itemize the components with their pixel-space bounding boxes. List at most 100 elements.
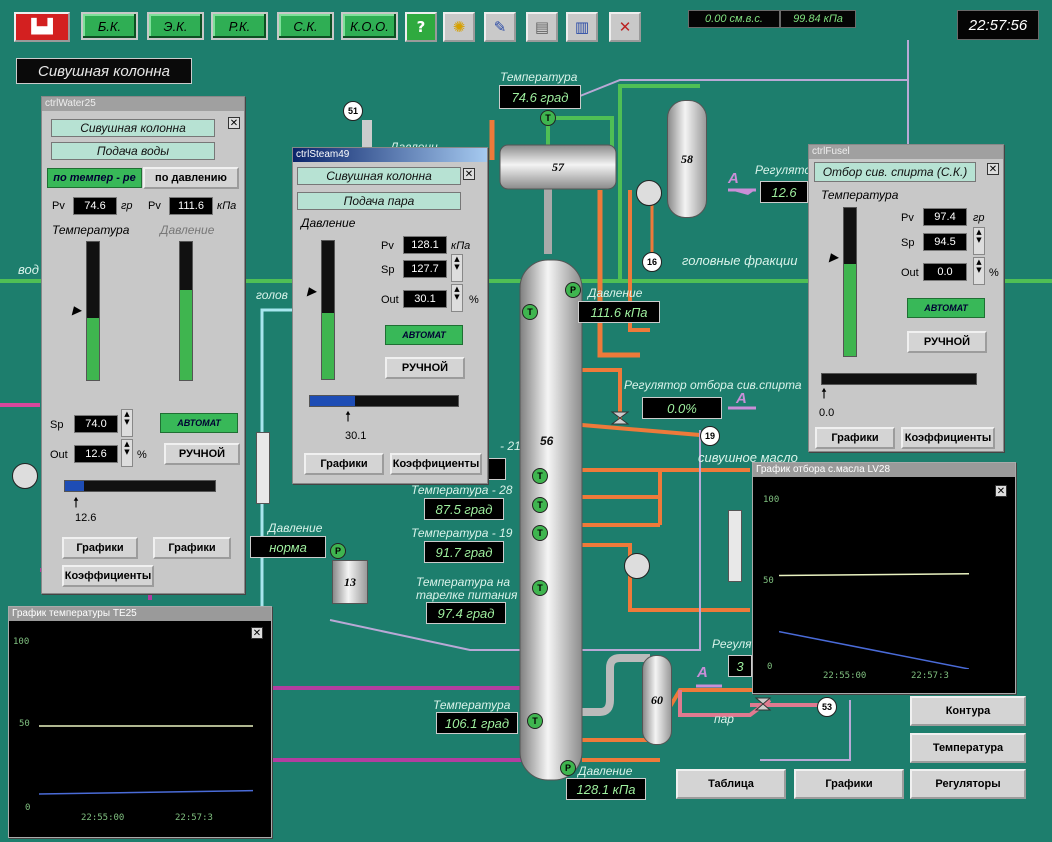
coefficients-button[interactable]: Коэффициенты	[62, 565, 154, 587]
sp-stepper[interactable]: ▲▼	[973, 227, 985, 255]
contours-button[interactable]: Контура	[910, 696, 1026, 726]
pv-pressure-value: 111.6	[169, 197, 213, 215]
graphs-button-1[interactable]: Графики	[62, 537, 138, 559]
close-icon[interactable]: ✕	[228, 117, 240, 129]
gauge-temp-label: Температура	[52, 223, 130, 237]
mode-temp-button[interactable]: по темпер - ре	[47, 168, 142, 188]
marker-a-2: А	[736, 390, 747, 407]
manual-button[interactable]: РУЧНОЙ	[164, 443, 240, 465]
orange-pipe-b	[597, 190, 640, 358]
mode-pressure-button[interactable]: по давлению	[143, 167, 239, 189]
sp-value[interactable]: 127.7	[403, 260, 447, 278]
column-56	[519, 259, 583, 781]
window-chart-temp[interactable]: График температуры ТЕ25 ✕ 100 50 0 22:55…	[8, 606, 272, 838]
tank-60: 60	[642, 655, 672, 745]
sp-stepper[interactable]: ▲▼	[451, 254, 463, 282]
auto-button[interactable]: АВТОМАТ	[160, 413, 238, 433]
auto-button[interactable]: АВТОМАТ	[907, 298, 985, 318]
table-button[interactable]: Таблица	[676, 769, 786, 799]
y-tick-min: 0	[25, 803, 31, 813]
out-stepper[interactable]: ▲▼	[121, 439, 133, 467]
marker-a-1: А	[728, 170, 739, 187]
window-title: График отбора с.масла LV28	[753, 463, 1015, 477]
marker-19: 19	[700, 426, 720, 446]
out-value[interactable]: 12.6	[74, 445, 118, 463]
pv-label: Pv	[381, 240, 394, 252]
sp-value[interactable]: 94.5	[923, 233, 967, 251]
pressure-value: 111.6 кПа	[578, 301, 660, 323]
close-icon[interactable]: ✕	[251, 627, 263, 639]
level-gauge-left	[256, 432, 270, 504]
pv-temp-value: 74.6	[73, 197, 117, 215]
x-tick-start: 22:55:00	[81, 813, 125, 823]
pv-label: Pv	[901, 212, 914, 224]
pen-icon[interactable]: ✎	[484, 12, 516, 42]
reg-top-value: 12.6	[760, 181, 808, 203]
temp-bottom-value: 106.1 град	[436, 712, 518, 734]
window-header-1: Отбор сив. спирта (С.К.)	[814, 162, 976, 182]
manual-button[interactable]: РУЧНОЙ	[385, 357, 465, 379]
coefficients-button[interactable]: Коэффициенты	[390, 453, 482, 475]
toolbar-sk-button[interactable]: С.К.	[277, 12, 334, 40]
tools-icon[interactable]: ✕	[609, 12, 641, 42]
toolbar-bk-button[interactable]: Б.К.	[81, 12, 138, 40]
toolbar-ek-button[interactable]: Э.К.	[147, 12, 204, 40]
close-icon[interactable]: ✕	[463, 168, 475, 180]
window-chart-lv[interactable]: График отбора с.масла LV28 ✕ 100 50 0 22…	[752, 462, 1016, 694]
pv-value: 128.1	[403, 236, 447, 254]
regulators-button[interactable]: Регуляторы	[910, 769, 1026, 799]
toolbar-koo-button[interactable]: К.О.О.	[341, 12, 398, 40]
out-value[interactable]: 30.1	[403, 290, 447, 308]
temp28-value: 87.5 град	[424, 498, 504, 520]
coefficients-button[interactable]: Коэффициенты	[901, 427, 995, 449]
auto-button[interactable]: АВТОМАТ	[385, 325, 463, 345]
out-stepper[interactable]: ▲▼	[451, 284, 463, 312]
percent-label: %	[469, 294, 479, 306]
reg-fusel-label: Регулятор отбора сив.спирта	[624, 378, 802, 392]
plant-home-icon[interactable]: ▙▟	[14, 12, 70, 42]
window-ctrl-fusel[interactable]: ctrlFusel ✕ Отбор сив. спирта (С.К.) Тем…	[808, 144, 1004, 452]
sp-stepper[interactable]: ▲▼	[121, 409, 133, 437]
tank-13: 13	[332, 560, 368, 604]
window-title: ctrlWater25	[42, 97, 244, 111]
close-icon[interactable]: ✕	[987, 163, 999, 175]
bar-chart-icon[interactable]: ▥	[566, 12, 598, 42]
close-icon[interactable]: ✕	[995, 485, 1007, 497]
y-tick-max: 100	[13, 637, 30, 647]
temp21-label: - 21	[500, 439, 521, 453]
graphs-button[interactable]: Графики	[815, 427, 895, 449]
y-tick-mid: 50	[763, 576, 774, 586]
manual-button[interactable]: РУЧНОЙ	[907, 331, 987, 353]
graphs-button[interactable]: Графики	[304, 453, 384, 475]
help-icon[interactable]: ?	[405, 12, 437, 42]
out-stepper[interactable]: ▲▼	[973, 257, 985, 285]
window-ctrl-water[interactable]: ctrlWater25 ✕ Сивушная колонна Подача во…	[41, 96, 245, 594]
sp-value[interactable]: 74.0	[74, 415, 118, 433]
thin-line-b	[579, 79, 908, 97]
temp-top-label: Температура	[500, 70, 578, 84]
graphs-nav-button[interactable]: Графики	[794, 769, 904, 799]
marker-16: 16	[642, 252, 662, 272]
column-neck	[544, 188, 552, 254]
pv-label-2: Pv	[148, 200, 161, 212]
out-value[interactable]: 0.0	[923, 263, 967, 281]
pump-mid	[624, 553, 650, 579]
x-tick-start: 22:55:00	[823, 671, 867, 681]
sun-icon[interactable]: ✺	[443, 12, 475, 42]
toolbar-rk-button[interactable]: Р.К.	[211, 12, 268, 40]
graphs-button-2[interactable]: Графики	[153, 537, 231, 559]
gauge-temp	[843, 207, 857, 357]
valve-steam[interactable]	[754, 697, 772, 711]
out-label: Out	[901, 267, 919, 279]
window-ctrl-steam[interactable]: ctrlSteam49 ✕ Сивушная колонна Подача па…	[292, 147, 488, 484]
pressure-bottom-value: 128.1 кПа	[566, 778, 646, 800]
marker-51: 51	[343, 101, 363, 121]
x-tick-end: 22:57:3	[911, 671, 949, 681]
settings-form-icon[interactable]: ▤	[526, 12, 558, 42]
sp-label: Sp	[901, 237, 915, 249]
valve-fusel[interactable]	[610, 411, 630, 425]
series-line-1	[779, 573, 969, 577]
window-title: ctrlSteam49	[293, 148, 487, 162]
temperature-button[interactable]: Температура	[910, 733, 1026, 763]
